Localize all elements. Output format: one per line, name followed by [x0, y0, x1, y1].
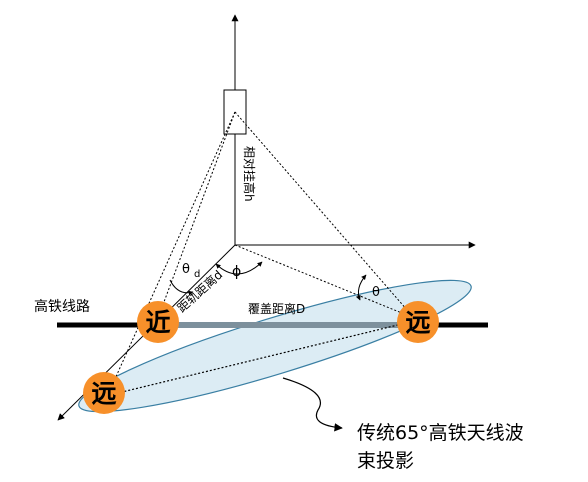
far-left-circle — [83, 372, 125, 414]
far-right-label: 远 — [405, 308, 430, 337]
relative-height-label: 相对挂高h — [242, 146, 257, 202]
theta-label: θ — [372, 285, 380, 300]
phi-arc — [215, 261, 263, 275]
caption-line-2: 束投影 — [357, 450, 414, 472]
far-left-label: 远 — [91, 379, 116, 408]
theta-arc — [355, 274, 367, 301]
theta-d-symbol: θ — [182, 262, 190, 277]
beam-projection-ellipse — [78, 279, 472, 413]
dashed-antenna-to-far-right — [234, 111, 415, 319]
dashed-origin-to-far-right — [234, 244, 415, 319]
near-label: 近 — [145, 308, 170, 337]
phi-label: ϕ — [232, 264, 241, 280]
theta-d-subscript: d — [194, 269, 200, 280]
dashed-antenna-to-far-left — [109, 111, 236, 391]
railway-line-label: 高铁线路 — [34, 298, 90, 315]
callout-arrow — [282, 377, 343, 432]
far-right-circle — [397, 301, 439, 343]
dashed-antenna-to-near — [157, 111, 236, 319]
coverage-distance-label: 覆盖距离D — [248, 301, 305, 316]
near-circle — [137, 301, 179, 343]
theta-d-arc — [169, 279, 194, 296]
caption-line-1: 传统65°高铁天线波 — [357, 422, 524, 444]
